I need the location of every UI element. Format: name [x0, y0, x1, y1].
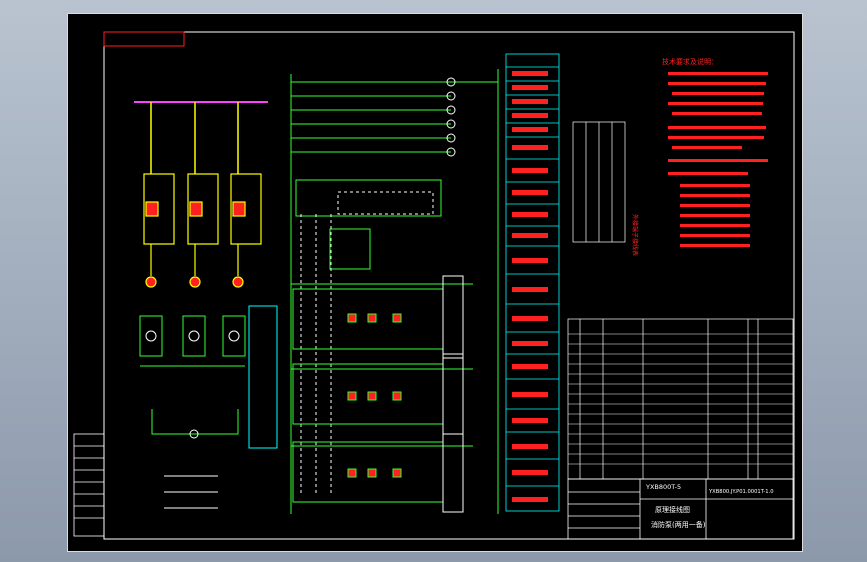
title-sheet-name: 原理接线图: [655, 505, 690, 514]
motor-circuit-3: [230, 173, 262, 288]
title-drawing-number: YXB800.JY.P01.0001T-1.0: [708, 489, 774, 495]
title-subtitle: 消防泵(两用一备): [651, 520, 706, 529]
title-model: YXB800T-5: [645, 483, 681, 491]
corner-label-box: [103, 31, 185, 47]
bom-rows: [568, 333, 793, 465]
bom-table: [567, 318, 794, 480]
notes-heading: 技术要求及说明：: [662, 57, 718, 66]
dashed-interlock: [300, 191, 434, 494]
indicator-lamps: [446, 77, 456, 157]
left-info-table: [73, 433, 105, 537]
relay-group-3: [292, 433, 464, 513]
function-label-table: [505, 53, 560, 512]
motor-circuit-1: [143, 173, 175, 288]
technical-notes: [668, 72, 768, 247]
schematic-drawing: 技术要求及说明： 外接端子接线表: [73, 31, 795, 540]
relay-group-2: [292, 353, 464, 435]
ct-label-column: [248, 305, 278, 449]
bus-drops: [150, 102, 239, 174]
function-label-text-marks: [512, 71, 548, 502]
ct-circuits: [139, 315, 246, 367]
relay-group-1: [292, 275, 464, 359]
control-wiring: [290, 69, 499, 514]
title-block: [567, 478, 794, 540]
terminal-table: [572, 121, 626, 243]
motor-circuit-2: [187, 173, 219, 288]
switch-contacts: [164, 475, 218, 509]
sheet-border: [103, 31, 795, 540]
terminal-table-label: 外接端子接线表: [631, 214, 639, 256]
aux-circuit: [151, 409, 239, 439]
cad-viewport[interactable]: 技术要求及说明： 外接端子接线表: [67, 13, 803, 552]
